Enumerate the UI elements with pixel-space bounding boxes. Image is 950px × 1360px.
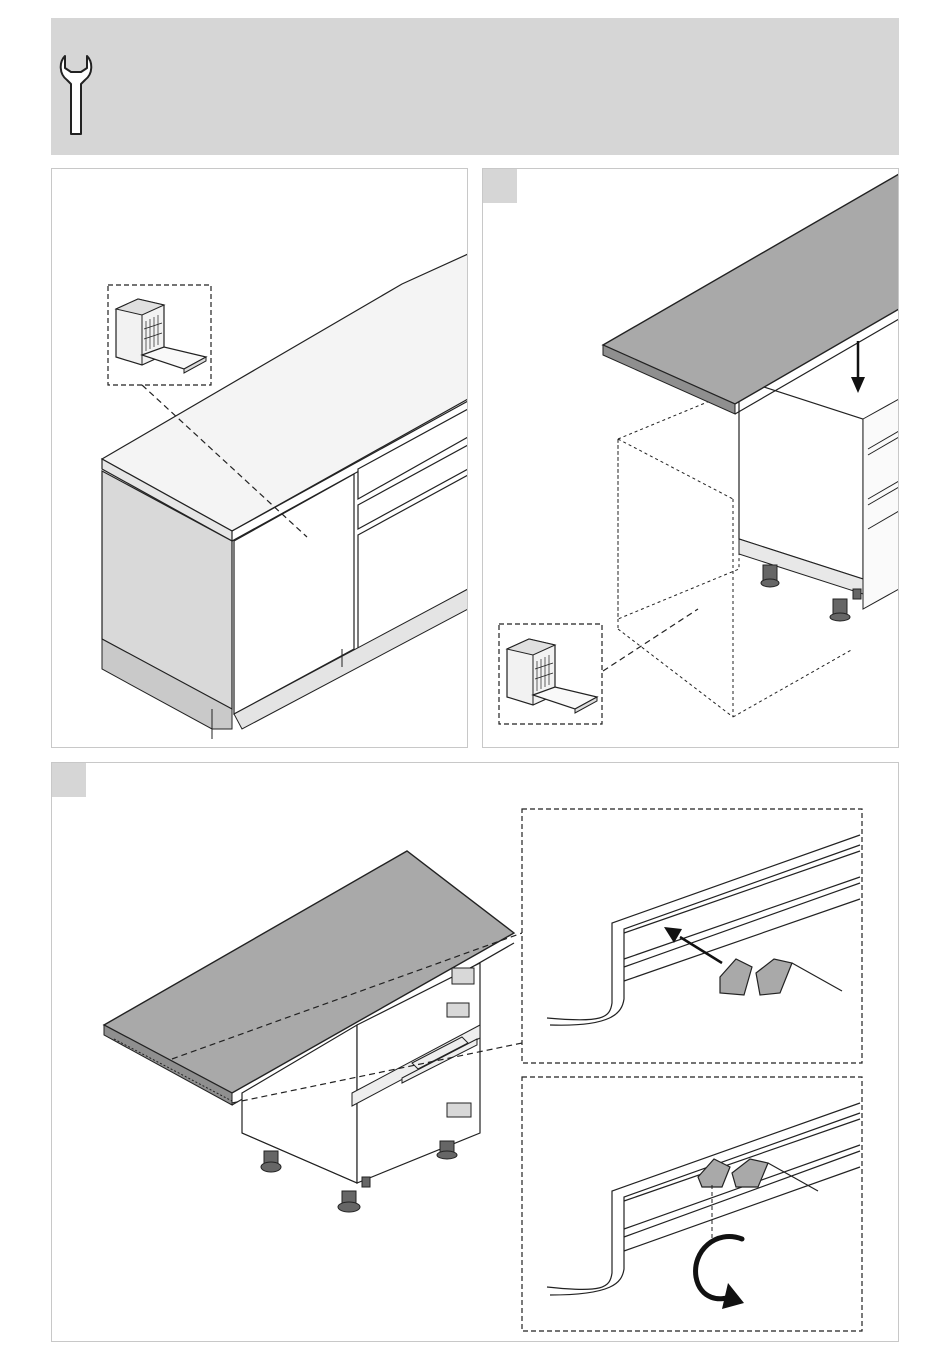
panel-step-1 <box>482 168 899 748</box>
step-badge-2 <box>52 763 86 797</box>
step-badge-1 <box>483 169 517 203</box>
clip-installation-illustration <box>52 763 899 1342</box>
panel-step-2 <box>51 762 899 1342</box>
dishwasher-icon <box>116 299 206 373</box>
header-bar <box>51 18 899 155</box>
panel-overview <box>51 168 468 748</box>
wrench-icon <box>55 48 105 138</box>
arrow-down-icon <box>851 341 865 393</box>
kitchen-overview-illustration <box>52 169 468 748</box>
worktop-removal-illustration <box>483 169 899 748</box>
dishwasher-icon <box>507 639 597 713</box>
